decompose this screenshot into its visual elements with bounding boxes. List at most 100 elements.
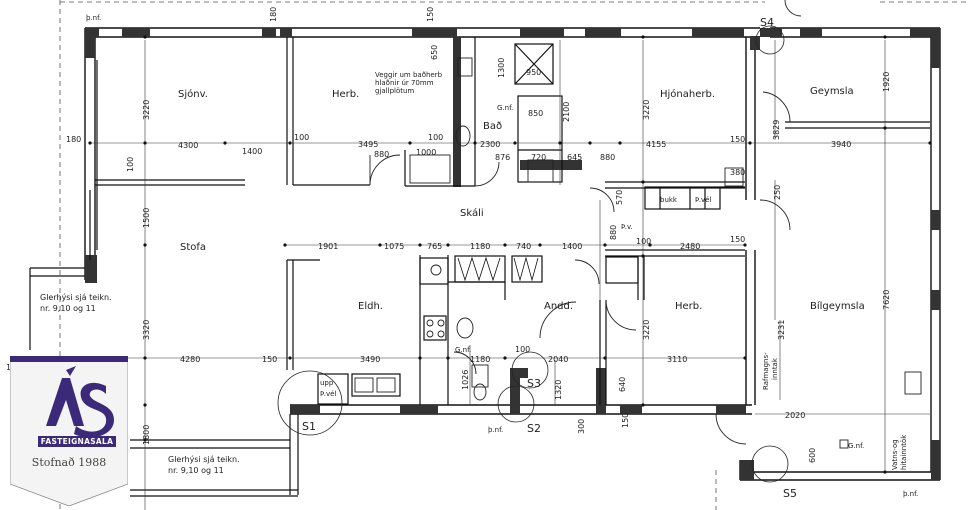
dim-label: 150 (730, 235, 745, 244)
dim-label: 1901 (318, 242, 338, 251)
dim-label: 720 (531, 153, 546, 162)
dim-label: 3829 (772, 120, 781, 140)
dim-label: 1300 (497, 58, 506, 78)
dim-label: 3490 (360, 355, 380, 364)
note-veggir-line-3: gjallplötum (375, 87, 414, 95)
note-gnf-wc: G.nf. (455, 346, 471, 354)
room-label-eldh: Eldh. (358, 301, 383, 312)
dim-label: 1400 (562, 242, 582, 251)
section-marker-s5: S5 (783, 487, 797, 500)
dim-label: 1920 (882, 72, 891, 92)
note-pnf-top: þ.nf. (86, 14, 101, 22)
dim-label: 850 (528, 109, 543, 118)
dim-label: 1000 (416, 148, 436, 157)
dim-label: 2040 (548, 355, 568, 364)
room-label-herb-1: Herb. (332, 89, 359, 100)
dimension-ticks (88, 35, 932, 474)
note-bukk: bukk (660, 196, 678, 204)
note-gnf-garage: G.nf. (848, 442, 864, 450)
dim-label: 600 (808, 448, 817, 463)
dim-label: 7620 (882, 290, 891, 310)
dim-label: 1320 (554, 380, 563, 400)
note-pnf-corner: þ.nf. (903, 490, 918, 498)
dim-label: 765 (427, 242, 442, 251)
fixtures (277, 25, 922, 483)
dim-label: 100 (294, 133, 309, 142)
note-veggir-line-2: hlaðnir úr 70mm (375, 79, 434, 87)
dim-label: 3220 (642, 100, 651, 120)
dim-label: 4300 (178, 141, 198, 150)
dim-label: 645 (567, 153, 582, 162)
logo-emblem-icon (46, 366, 114, 438)
dim-label: 2480 (680, 242, 700, 251)
note-vatns-line-1: Vatns-og (891, 439, 899, 470)
dim-label: 4280 (180, 355, 200, 364)
wall-hatches (85, 28, 940, 480)
room-label-bilgeymsla: Bílgeymsla (810, 300, 865, 312)
room-label-hjonaherb: Hjónaherb. (660, 88, 715, 100)
dim-label: 1075 (384, 242, 404, 251)
dim-label: 3940 (831, 140, 851, 149)
dim-label: 100 (428, 133, 443, 142)
dim-label: 150 (730, 135, 745, 144)
room-label-andd: Andd. (544, 301, 573, 312)
logo-founded: Stofnað 1988 (31, 456, 107, 469)
room-label-bad: Bað (483, 121, 502, 132)
dim-label: 380 (730, 168, 745, 177)
dim-label: 3220 (142, 100, 151, 120)
section-marker-s3: S3 (527, 377, 541, 390)
dim-label: 3231 (777, 320, 786, 340)
room-label-herb-2: Herb. (675, 301, 702, 312)
note-glerhysi-bot-line-1: Glerhýsi sjá teikn. (168, 455, 240, 464)
dimension-labels-vertical: 3220 1500 3320 1800 3220 3220 1920 7620 … (126, 7, 891, 463)
note-glerhysi-top-line-1: Glerhýsi sjá teikn. (40, 293, 112, 302)
dimension-lines (90, 40, 930, 510)
note-rafmagns-line-1: Rafmagns- (762, 352, 770, 390)
dim-label: 1026 (461, 370, 470, 390)
dim-label: 876 (495, 153, 510, 162)
dim-label: 570 (615, 190, 624, 205)
dim-label: 1180 (470, 355, 490, 364)
note-veggir-line-1: Veggir um baðherb (375, 71, 443, 79)
room-label-sjonv: Sjónv. (178, 88, 208, 100)
note-pvel: Þ.vél (695, 196, 711, 204)
dim-label: 1800 (142, 425, 151, 445)
dim-label: 880 (609, 225, 618, 240)
dim-label: 740 (516, 242, 531, 251)
dim-label: 880 (374, 150, 389, 159)
room-label-geymsla: Geymsla (810, 86, 854, 97)
note-gnf-bad: G.nf. (497, 104, 513, 112)
note-glerhysi-bot-line-2: nr. 9,10 og 11 (168, 466, 224, 475)
section-marker-s4: S4 (760, 16, 774, 29)
dim-label: 1500 (142, 208, 151, 228)
dim-label: 180 (66, 135, 81, 144)
room-label-stofa: Stofa (180, 242, 206, 253)
note-upp-line-1: upp (320, 379, 334, 387)
exterior-walls (84, 27, 941, 481)
dim-label: 150 (621, 413, 630, 428)
dim-label: 880 (600, 153, 615, 162)
dim-label: 100 (126, 157, 135, 172)
dim-label: 4155 (646, 140, 666, 149)
note-upp-line-2: Þ.vél (320, 390, 336, 398)
section-marker-s2: S2 (527, 422, 541, 435)
dim-label: 2020 (785, 411, 805, 420)
dim-label: 150 (262, 355, 277, 364)
dim-label: 3495 (358, 140, 378, 149)
dim-label: 180 (269, 7, 278, 22)
dim-label: 300 (577, 419, 586, 434)
note-rafmagns-line-2: inntak (771, 357, 779, 380)
note-glerhysi-top-line-2: nr. 9,10 og 11 (40, 304, 96, 313)
room-label-skali: Skáli (460, 207, 484, 219)
dim-label: 3220 (642, 320, 651, 340)
door-swings (369, 0, 802, 445)
dim-label: 640 (618, 377, 627, 392)
note-vatns-line-2: hitainntök (900, 434, 908, 470)
note-pv: Þ.v. (621, 223, 633, 231)
dim-label: 2300 (480, 140, 500, 149)
section-marker-s1: S1 (302, 420, 316, 433)
dim-label: 950 (526, 68, 541, 77)
agency-logo (10, 356, 128, 506)
dim-label: 650 (430, 45, 439, 60)
